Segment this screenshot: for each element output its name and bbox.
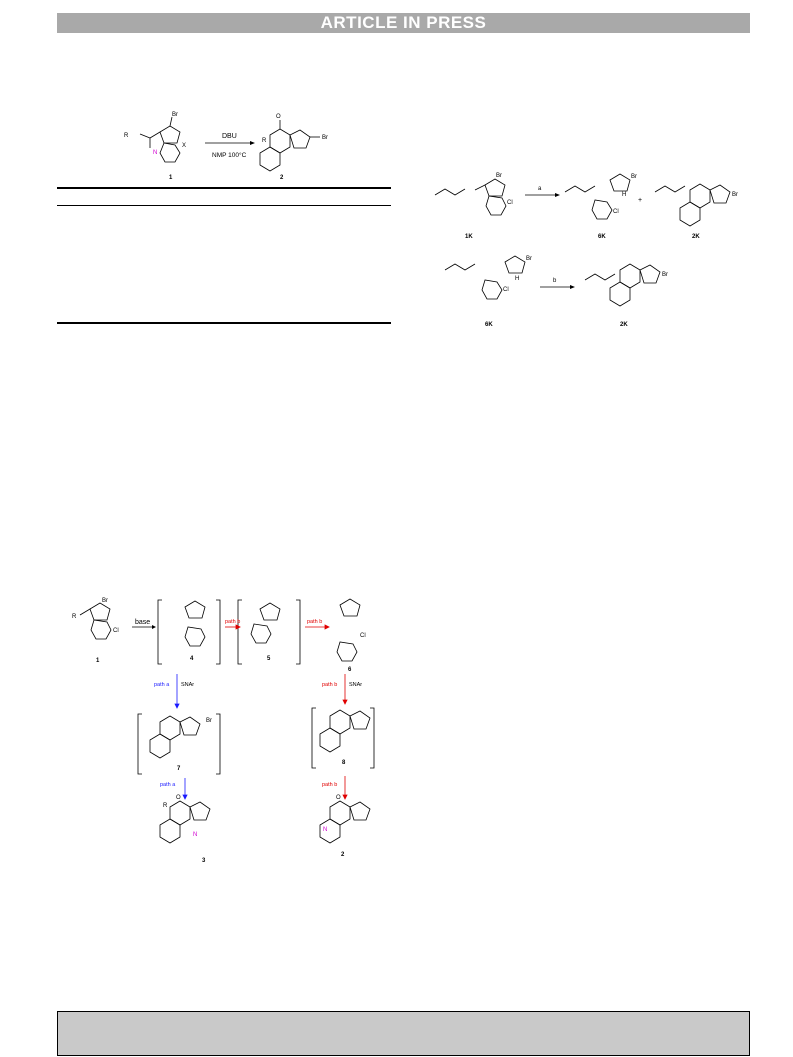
compound-1k-label: 1K [465, 234, 473, 240]
compound-2-label: 2 [280, 175, 284, 181]
compound-6k-label-2: 6K [485, 322, 493, 328]
atom-cl-m2: Cl [360, 633, 366, 639]
compound-2-mech: 2 [341, 852, 345, 858]
article-in-press-banner: ARTICLE IN PRESS [57, 13, 750, 33]
compound-1: 1 [96, 658, 100, 664]
path-b-label-1: path b [225, 619, 240, 625]
atom-n-m1: N [193, 832, 197, 838]
compound-2k-label: 2K [692, 234, 700, 240]
path-b-label-4: path b [322, 782, 337, 788]
snar-label-2: SNAr [349, 682, 362, 688]
atom-br-m1: Br [102, 598, 108, 604]
atom-cl-1: Cl [507, 200, 513, 206]
compound-8: 8 [342, 760, 346, 766]
base-label: base [135, 619, 150, 626]
atom-r-m2: R [163, 803, 168, 809]
path-a-label-2: path a [160, 782, 176, 788]
atom-n-m2: N [323, 827, 327, 833]
compound-3: 3 [202, 858, 206, 864]
scheme-3-mechanism: base path b path b path b path b path a … [72, 598, 375, 864]
compound-2k-label-2: 2K [620, 322, 628, 328]
atom-r-m1: R [72, 614, 77, 620]
compound-6: 6 [348, 667, 352, 673]
atom-br-a: Br [496, 173, 502, 179]
path-b-label-2: path b [307, 619, 322, 625]
compound-6k-label: 6K [598, 234, 606, 240]
atom-n-pyridine: N [153, 150, 157, 156]
atom-br-1: Br [172, 112, 178, 118]
atom-o-m1: O [176, 795, 181, 801]
atom-x: X [182, 143, 186, 149]
footer-box [57, 1011, 750, 1056]
compound-5: 5 [267, 656, 271, 662]
atom-o-m2: O [336, 795, 341, 801]
atom-br-e: Br [662, 272, 668, 278]
scheme1-conditions: NMP 100°C [212, 151, 247, 159]
atom-h-1: H [622, 192, 626, 198]
path-a-label-1: path a [154, 682, 170, 688]
scheme1-reagent: DBU [222, 133, 237, 140]
atom-br-b: Br [631, 174, 637, 180]
compound-1-label: 1 [169, 175, 173, 181]
atom-br-2: Br [322, 135, 328, 141]
atom-br-d: Br [526, 256, 532, 262]
path-b-label-3: path b [322, 682, 337, 688]
compound-7: 7 [177, 766, 181, 772]
scheme2-reagent-b: b [553, 278, 557, 284]
atom-r-2: R [262, 138, 267, 144]
table-header-rule [57, 205, 391, 206]
scheme2-plus: + [638, 197, 642, 204]
atom-cl-2: Cl [613, 209, 619, 215]
atom-br-m2: Br [206, 718, 212, 724]
table-bottom-rule [57, 322, 391, 324]
snar-label-1: SNAr [181, 682, 194, 688]
scheme2-reagent-a: a [538, 186, 542, 192]
scheme-1-reaction: DBU NMP 100°C 1 2 Br Br R R X N O [124, 112, 328, 181]
atom-r-1: R [124, 133, 129, 139]
atom-o: O [276, 114, 281, 120]
atom-h-2: H [515, 276, 519, 282]
scheme-2-reaction: a b + 1K 6K 2K 6K 2K Cl Cl Cl Br Br Br B… [434, 173, 738, 328]
compound-4: 4 [190, 656, 194, 662]
atom-cl-m1: Cl [113, 628, 119, 634]
atom-br-c: Br [732, 192, 738, 198]
table-top-rule [57, 187, 391, 189]
atom-cl-3: Cl [503, 287, 509, 293]
